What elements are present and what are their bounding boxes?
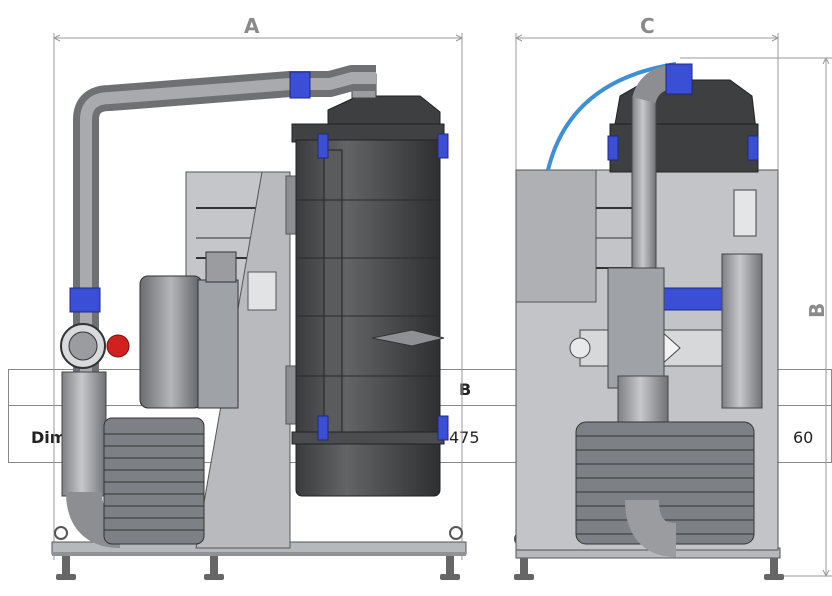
stop-button (106, 334, 130, 358)
table-value-b: 475 (449, 428, 480, 447)
feet (56, 556, 460, 580)
motor (139, 275, 203, 409)
tank-lid (291, 123, 445, 143)
dimension-c-label: C (640, 14, 655, 38)
inlet-nozzle (371, 329, 445, 347)
pipe-clamp-lower (69, 287, 101, 313)
side-view (51, 65, 467, 580)
air-hose (546, 62, 677, 171)
table-row-label: Dim (31, 428, 67, 447)
valve-handle (659, 287, 725, 311)
support-bracket (195, 171, 291, 549)
dimension-lines (52, 33, 832, 578)
pipe-clamp (289, 71, 311, 99)
table-value-c: 60 (793, 428, 814, 447)
dimension-a-label: A (244, 14, 260, 38)
front-view (514, 62, 784, 580)
filter-tank (295, 139, 441, 447)
blower (103, 417, 205, 545)
dimension-b-label: B (805, 303, 829, 318)
